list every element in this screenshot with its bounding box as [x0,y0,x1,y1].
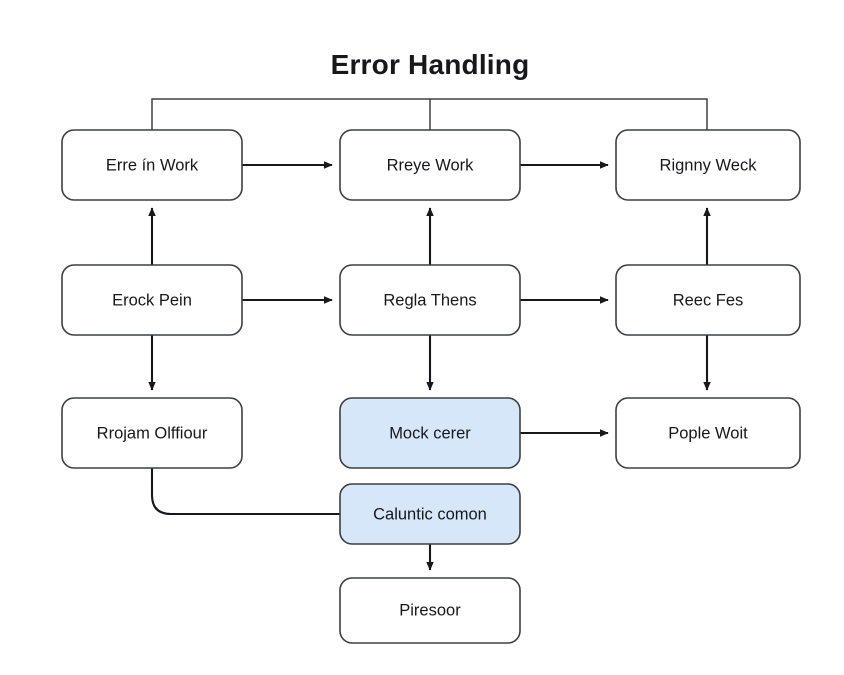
node-box[interactable] [339,129,521,201]
node-reec-fes[interactable]: Reec Fes [615,264,801,336]
node-regla-thens[interactable]: Regla Thens [339,264,521,336]
node-box[interactable] [615,129,801,201]
page-title: Error Handling [331,49,530,80]
node-box[interactable] [61,129,243,201]
node-label: Pople Woit [668,424,748,442]
node-label: Erock Pein [112,291,192,309]
node-label: Rreye Work [387,156,475,174]
node-label: Reec Fes [673,291,744,309]
node-erock-pein[interactable]: Erock Pein [61,264,243,336]
node-label: Piresoor [399,601,461,619]
node-rreye-work[interactable]: Rreye Work [339,129,521,201]
node-box[interactable] [339,397,521,469]
node-box[interactable] [339,483,521,545]
node-box[interactable] [61,397,243,469]
node-caluntic-comon[interactable]: Caluntic comon [339,483,521,545]
node-box[interactable] [615,397,801,469]
node-label: Regla Thens [383,291,476,309]
node-rignny-weck[interactable]: Rignny Weck [615,129,801,201]
node-erre-in-work[interactable]: Erre ín Work [61,129,243,201]
node-label: Caluntic comon [373,505,487,523]
edge-top-bus [151,98,708,130]
node-box[interactable] [339,577,521,644]
node-label: Mock cerer [389,424,471,442]
node-box[interactable] [339,264,521,336]
node-piresoor[interactable]: Piresoor [339,577,521,644]
node-pople-woit[interactable]: Pople Woit [615,397,801,469]
node-label: Rrojam Olffiour [97,424,208,442]
node-rrojam-olffiour[interactable]: Rrojam Olffiour [61,397,243,469]
node-box[interactable] [615,264,801,336]
node-box[interactable] [61,264,243,336]
edge-n7-to-n10 [150,468,340,516]
node-mock-cerer[interactable]: Mock cerer [339,397,521,469]
node-label: Rignny Weck [660,156,758,174]
node-label: Erre ín Work [106,156,199,174]
